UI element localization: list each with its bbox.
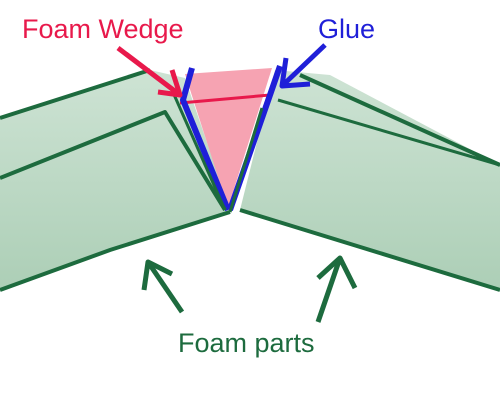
foam-wedge: [185, 68, 272, 208]
right-foam-part: [240, 70, 500, 290]
right-part-bottom-edge: [239, 208, 500, 292]
glue-label: Glue: [318, 14, 376, 44]
right-part-top-edge: [299, 73, 500, 167]
wedge-crossline: [179, 93, 271, 105]
left-part-top-edge: [0, 68, 151, 120]
glue-left-line: [180, 67, 231, 212]
left-part-wedge-edge: [170, 89, 227, 211]
foam-wedge-label: Foam Wedge: [22, 14, 184, 44]
foam-parts-label: Foam parts: [178, 328, 315, 358]
left-part-bottom-edge: [0, 210, 231, 292]
glue-arrow: [279, 43, 327, 89]
foam-parts-arrow-right: [315, 255, 358, 323]
foam-wedge-arrow: [116, 46, 183, 98]
left-part-middle-edge: [0, 110, 227, 212]
right-part-inner-edge: [277, 98, 500, 167]
right-part-middle-edge: [228, 107, 264, 213]
foam-parts-arrow-left: [141, 259, 185, 314]
